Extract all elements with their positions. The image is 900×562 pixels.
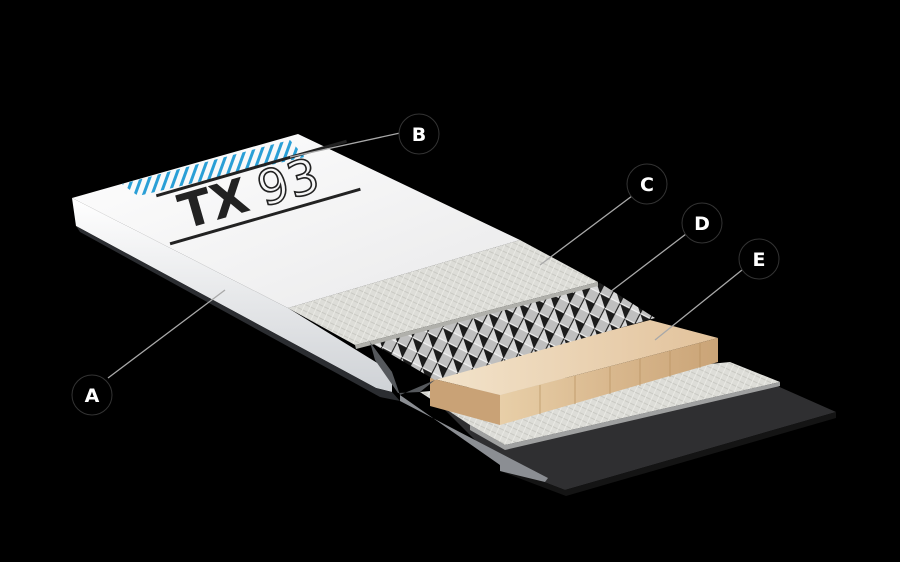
carbon-layer	[370, 283, 655, 380]
callout-e-label: E	[753, 249, 766, 271]
callout-c-circle	[626, 163, 668, 205]
callout-c: C	[626, 163, 668, 205]
callout-a: A	[71, 374, 113, 416]
logo-rule-top	[155, 139, 348, 198]
lower-fiberglass-edge	[470, 382, 780, 450]
callout-e: E	[738, 238, 780, 280]
callout-b: B	[398, 113, 440, 155]
callout-b-label: B	[412, 124, 426, 146]
callout-a-circle	[71, 374, 113, 416]
lower-fiberglass-layer	[420, 362, 780, 445]
logo-rule-bottom	[169, 187, 361, 246]
topsheet-underside	[76, 226, 400, 401]
callout-c-label: C	[640, 174, 654, 196]
leader-lines	[107, 132, 743, 379]
callout-e-circle	[738, 238, 780, 280]
wood-core-top	[430, 320, 718, 395]
upper-fiberglass-edge	[355, 282, 598, 349]
callout-d-circle	[681, 202, 723, 244]
leader-line-e	[654, 269, 743, 341]
leader-line-b	[289, 132, 401, 158]
wood-core-grain	[539, 343, 701, 414]
leader-line-a	[107, 289, 226, 379]
leader-line-c	[539, 195, 633, 266]
wood-core-front	[500, 338, 718, 425]
sidewall-channel	[370, 342, 435, 395]
callout-a-label: A	[85, 385, 100, 407]
callout-d-label: D	[694, 213, 710, 235]
callout-d: D	[681, 202, 723, 244]
wood-core-side	[430, 378, 500, 425]
callout-b-circle	[398, 113, 440, 155]
topsheet-stripes	[122, 140, 305, 196]
leader-line-d	[609, 233, 687, 293]
topsheet-side	[72, 198, 392, 392]
upper-fiberglass-layer	[288, 240, 598, 345]
steel-edge	[400, 395, 548, 482]
